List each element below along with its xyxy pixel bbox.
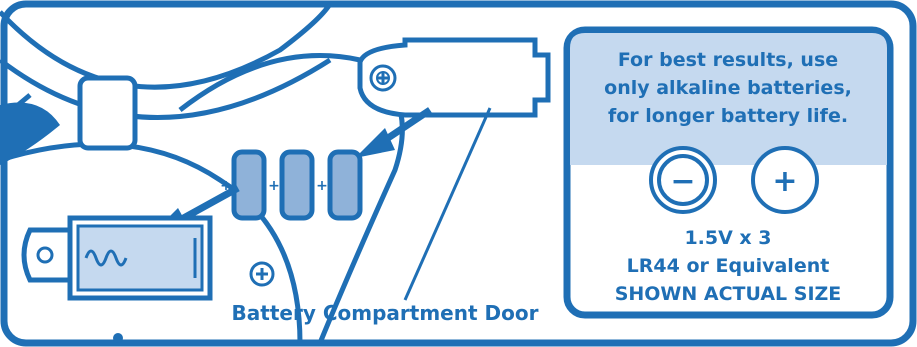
callout-line <box>403 107 492 301</box>
svg-text:−: − <box>670 164 695 199</box>
spec-actual-size: SHOWN ACTUAL SIZE <box>615 283 842 305</box>
device-strap <box>77 75 138 151</box>
device-dark-wedge <box>0 102 60 165</box>
polarity-mark: + <box>316 178 328 194</box>
battery-tray <box>21 215 213 301</box>
battery-compartment-door <box>357 37 551 118</box>
info-box-header-panel <box>570 33 887 165</box>
negative-terminal-icon: − <box>649 146 717 214</box>
callout-label: Battery Compartment Door <box>232 301 539 325</box>
info-box: For best results, use only alkaline batt… <box>563 26 894 319</box>
svg-text:+: + <box>772 164 797 199</box>
positive-terminal-icon: + <box>751 146 819 214</box>
button-battery <box>231 149 267 221</box>
arrow-door-to-batteries <box>355 107 432 158</box>
button-battery <box>327 149 363 221</box>
info-line-1: For best results, use <box>618 49 838 71</box>
polarity-mark: + <box>220 178 232 194</box>
spec-voltage: 1.5V x 3 <box>684 227 771 249</box>
polarity-mark: + <box>268 178 280 194</box>
bottom-dot <box>113 333 123 343</box>
spring-icon <box>84 249 128 267</box>
spec-battery-type: LR44 or Equivalent <box>627 255 830 277</box>
info-line-3: for longer battery life. <box>608 105 848 127</box>
battery-stack: + + + <box>220 149 363 221</box>
device-outline <box>0 2 333 344</box>
info-line-2: only alkaline batteries, <box>604 77 852 99</box>
tray-hole <box>36 246 54 264</box>
base-screw-icon <box>249 261 275 287</box>
button-battery <box>279 149 315 221</box>
